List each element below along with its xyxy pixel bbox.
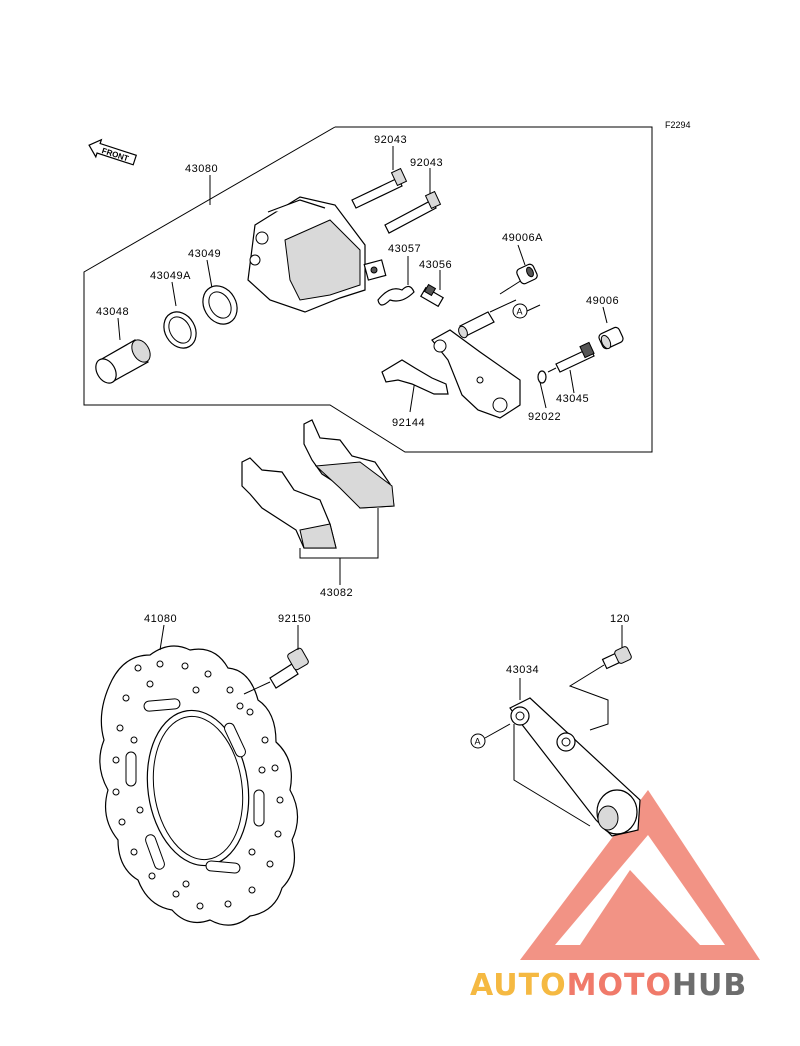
bolt-120: [601, 646, 632, 670]
label-43049A: 43049A: [150, 270, 191, 282]
label-92043-b: 92043: [410, 157, 443, 169]
watermark-logo: [520, 790, 760, 960]
ref-marker-a-top: A: [512, 303, 528, 319]
label-43048: 43048: [96, 306, 129, 318]
caliper-assembly-outline: [83, 126, 653, 453]
label-43057: 43057: [388, 243, 421, 255]
boot-49006A: [516, 263, 538, 285]
figure-code: F2294: [665, 120, 691, 130]
label-41080: 41080: [144, 613, 177, 625]
label-43034: 43034: [506, 664, 539, 676]
label-92150: 92150: [278, 613, 311, 625]
svg-text:A: A: [475, 737, 481, 747]
label-92022: 92022: [528, 411, 561, 423]
label-43045: 43045: [556, 393, 589, 405]
caliper-body: [247, 196, 387, 313]
watermark-text: AUTOMOTOHUB: [470, 968, 747, 1003]
label-92144: 92144: [392, 417, 425, 429]
label-43049: 43049: [188, 248, 221, 260]
label-43082: 43082: [320, 587, 353, 599]
brake-disc-41080: [99, 645, 299, 926]
piston-43048: [95, 339, 151, 384]
pad-spring-92144: [381, 359, 449, 395]
label-43056: 43056: [419, 259, 452, 271]
ref-marker-a-bottom: A: [470, 733, 486, 749]
label-92043-a: 92043: [374, 134, 407, 146]
bracket-pin: [458, 311, 495, 339]
front-arrow-icon: FRONT: [88, 138, 138, 166]
label-120: 120: [610, 613, 630, 625]
pin-43045: [555, 341, 595, 373]
label-49006A: 49006A: [502, 232, 543, 244]
bolt-92150: [269, 647, 309, 689]
label-43080: 43080: [185, 163, 218, 175]
circlip-92022: [537, 370, 547, 384]
bleeder-valve-43056: [420, 283, 444, 308]
caliper-bracket: [431, 329, 521, 419]
boot-49006: [598, 326, 624, 350]
label-49006: 49006: [586, 295, 619, 307]
brake-pads-43082: [241, 419, 395, 549]
clip-43057: [377, 285, 415, 306]
svg-text:A: A: [517, 307, 523, 317]
slide-pin-92043-b: [384, 190, 442, 234]
slide-pin-92043-a: [351, 167, 408, 209]
torque-link-43034: [509, 697, 641, 837]
